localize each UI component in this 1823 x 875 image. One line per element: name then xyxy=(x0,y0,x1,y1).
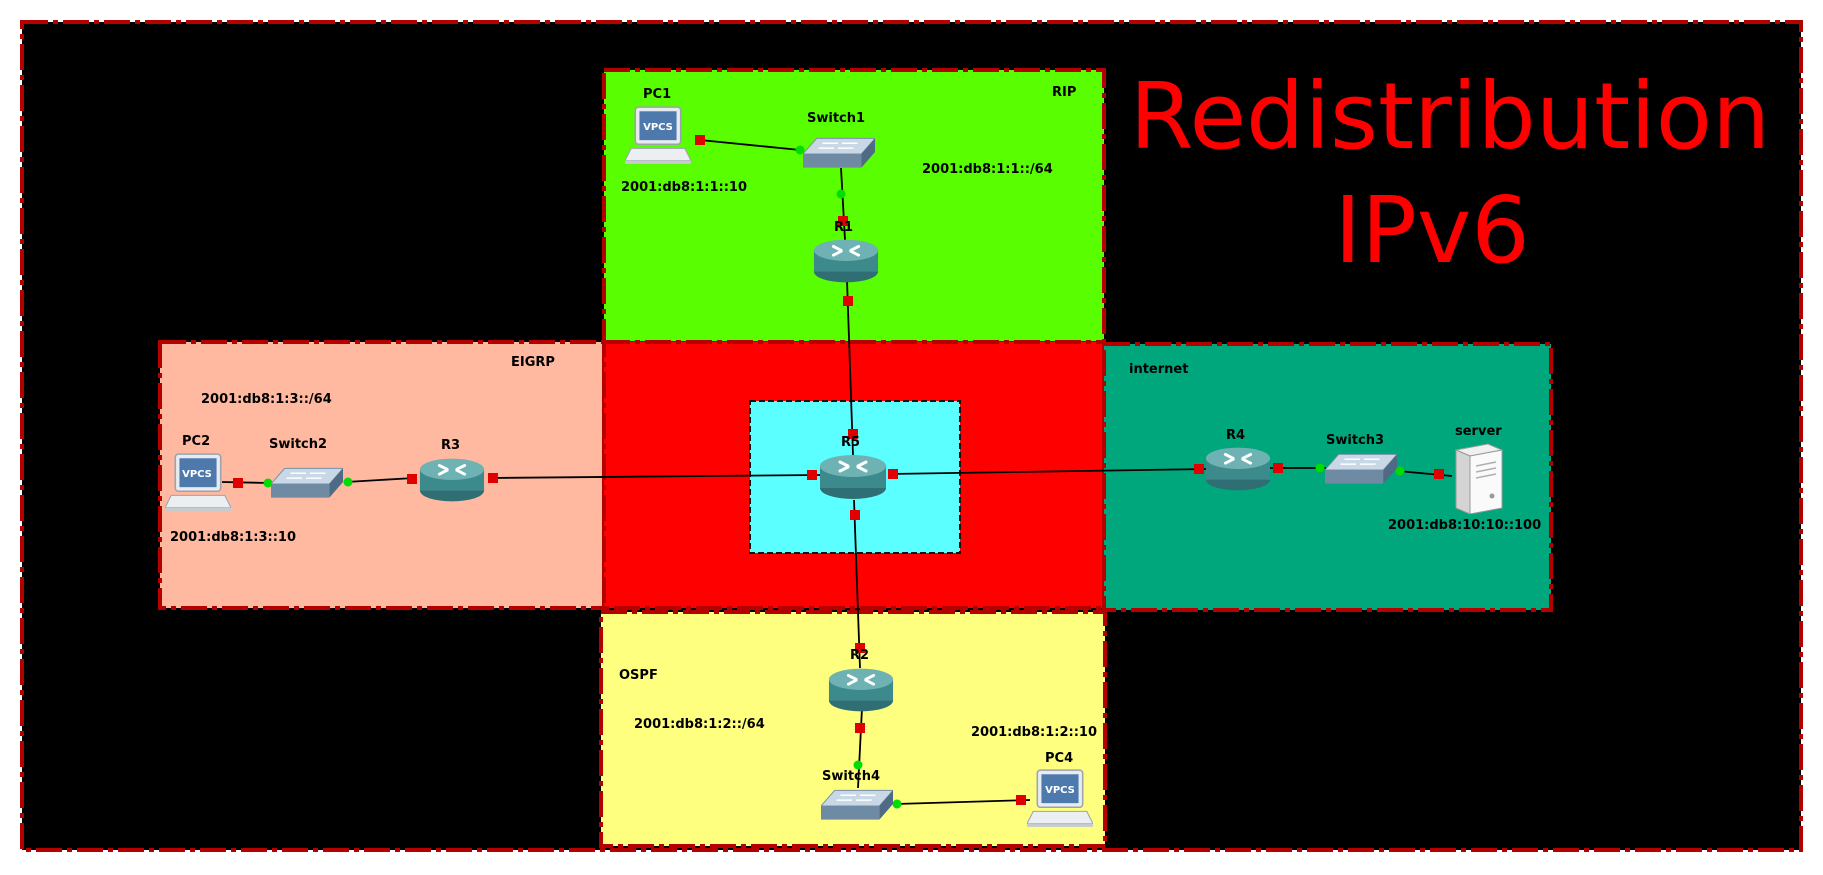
vpcs-badge: VPCS xyxy=(1045,785,1075,796)
port-down xyxy=(233,478,243,488)
port-down xyxy=(407,474,417,484)
link-r5-r2 xyxy=(853,499,861,669)
device-label-r1: R1 xyxy=(834,220,853,235)
port-indicators xyxy=(233,135,1444,809)
device-label-r4: R4 xyxy=(1226,428,1245,443)
device-label-pc2: PC2 xyxy=(182,434,210,449)
router-icon xyxy=(812,238,880,284)
port-down xyxy=(855,723,865,733)
device-label-switch3: Switch3 xyxy=(1326,433,1384,448)
device-switch3[interactable]: Switch3 xyxy=(1325,433,1397,485)
device-pc4[interactable]: VPCS PC4 xyxy=(1027,751,1093,828)
port-down xyxy=(1273,463,1283,473)
vpcs-laptop-icon xyxy=(165,453,231,512)
port-down xyxy=(850,510,860,520)
link-r5-r4 xyxy=(887,468,1209,475)
port-down xyxy=(1194,464,1204,474)
port-down xyxy=(1016,795,1026,805)
port-down xyxy=(855,643,865,653)
port-up xyxy=(795,145,805,155)
device-server[interactable]: server xyxy=(1455,424,1503,514)
device-label-switch4: Switch4 xyxy=(822,769,880,784)
port-up xyxy=(343,477,353,487)
device-r3[interactable]: R3 xyxy=(418,438,486,503)
router-icon xyxy=(1204,446,1272,492)
device-label-r3: R3 xyxy=(441,438,460,453)
address-server: 2001:db8:10:10::100 xyxy=(1388,518,1541,533)
device-switch1[interactable]: Switch1 xyxy=(803,111,875,169)
link-pc1-switch1 xyxy=(699,139,801,151)
port-up xyxy=(892,799,902,809)
device-label-server: server xyxy=(1455,424,1502,439)
link-r2-switch4 xyxy=(857,707,863,789)
port-up xyxy=(1395,466,1405,476)
diagram-title-line2: IPv6 xyxy=(1334,177,1530,284)
port-down xyxy=(888,469,898,479)
link-pc2-switch2 xyxy=(221,481,271,484)
zone-label-internet: internet xyxy=(1129,362,1188,377)
router-icon xyxy=(818,453,888,500)
zone-rip xyxy=(602,68,1106,345)
device-pc1[interactable]: VPCS PC1 xyxy=(625,87,691,165)
zone-eigrp xyxy=(158,340,606,610)
link-switch1-r1 xyxy=(840,167,846,241)
link-r1-r5 xyxy=(846,279,854,456)
device-r4[interactable]: R4 xyxy=(1204,428,1272,492)
address-pc2: 2001:db8:1:3::10 xyxy=(170,530,296,545)
vpcs-badge: VPCS xyxy=(182,469,212,480)
router-icon xyxy=(827,667,895,713)
vpcs-laptop-icon xyxy=(625,106,691,165)
address-ospf-net: 2001:db8:1:2::/64 xyxy=(634,717,765,732)
device-label-switch2: Switch2 xyxy=(269,437,327,452)
vpcs-badge: VPCS xyxy=(643,122,673,133)
port-down xyxy=(843,296,853,306)
vpcs-laptop-icon xyxy=(1027,769,1093,828)
address-pc1: 2001:db8:1:1::10 xyxy=(621,180,747,195)
server-tower-icon xyxy=(1455,443,1503,514)
router-icon xyxy=(418,457,486,503)
diagram-title-line1: Redistribution xyxy=(1130,63,1771,170)
address-pc4: 2001:db8:1:2::10 xyxy=(971,725,1097,740)
device-switch4[interactable]: Switch4 xyxy=(821,769,893,821)
device-r5[interactable]: R5 xyxy=(818,435,888,500)
device-label-pc1: PC1 xyxy=(643,87,671,102)
device-pc2[interactable]: VPCS PC2 xyxy=(165,434,231,512)
port-up xyxy=(1315,463,1325,473)
device-label-switch1: Switch1 xyxy=(807,111,865,126)
port-down xyxy=(838,216,848,226)
zone-label-eigrp: EIGRP xyxy=(511,355,555,370)
address-rip-net: 2001:db8:1:1::/64 xyxy=(922,162,1053,177)
device-label-pc4: PC4 xyxy=(1045,751,1073,766)
links xyxy=(221,139,1453,805)
port-down xyxy=(488,473,498,483)
device-r1[interactable]: R1 xyxy=(812,220,880,284)
port-down xyxy=(1434,469,1444,479)
port-down xyxy=(848,429,858,439)
link-switch2-r3 xyxy=(345,477,415,483)
switch-icon xyxy=(1325,453,1397,485)
port-down xyxy=(807,470,817,480)
port-up xyxy=(263,478,273,488)
device-label-r2: R2 xyxy=(850,648,869,663)
switch-icon xyxy=(803,137,875,169)
address-eigrp-net: 2001:db8:1:3::/64 xyxy=(201,392,332,407)
device-switch2[interactable]: Switch2 xyxy=(269,437,343,499)
link-switch4-pc4 xyxy=(895,799,1031,805)
device-label-r5: R5 xyxy=(841,435,860,450)
switch-icon xyxy=(271,467,343,499)
switch-icon xyxy=(821,789,893,821)
zone-label-rip: RIP xyxy=(1052,85,1076,100)
port-up xyxy=(836,189,846,199)
device-r2[interactable]: R2 xyxy=(827,648,895,713)
port-down xyxy=(695,135,705,145)
port-up xyxy=(853,760,863,770)
link-r3-r5 xyxy=(489,474,821,479)
zone-label-ospf: OSPF xyxy=(619,668,658,683)
